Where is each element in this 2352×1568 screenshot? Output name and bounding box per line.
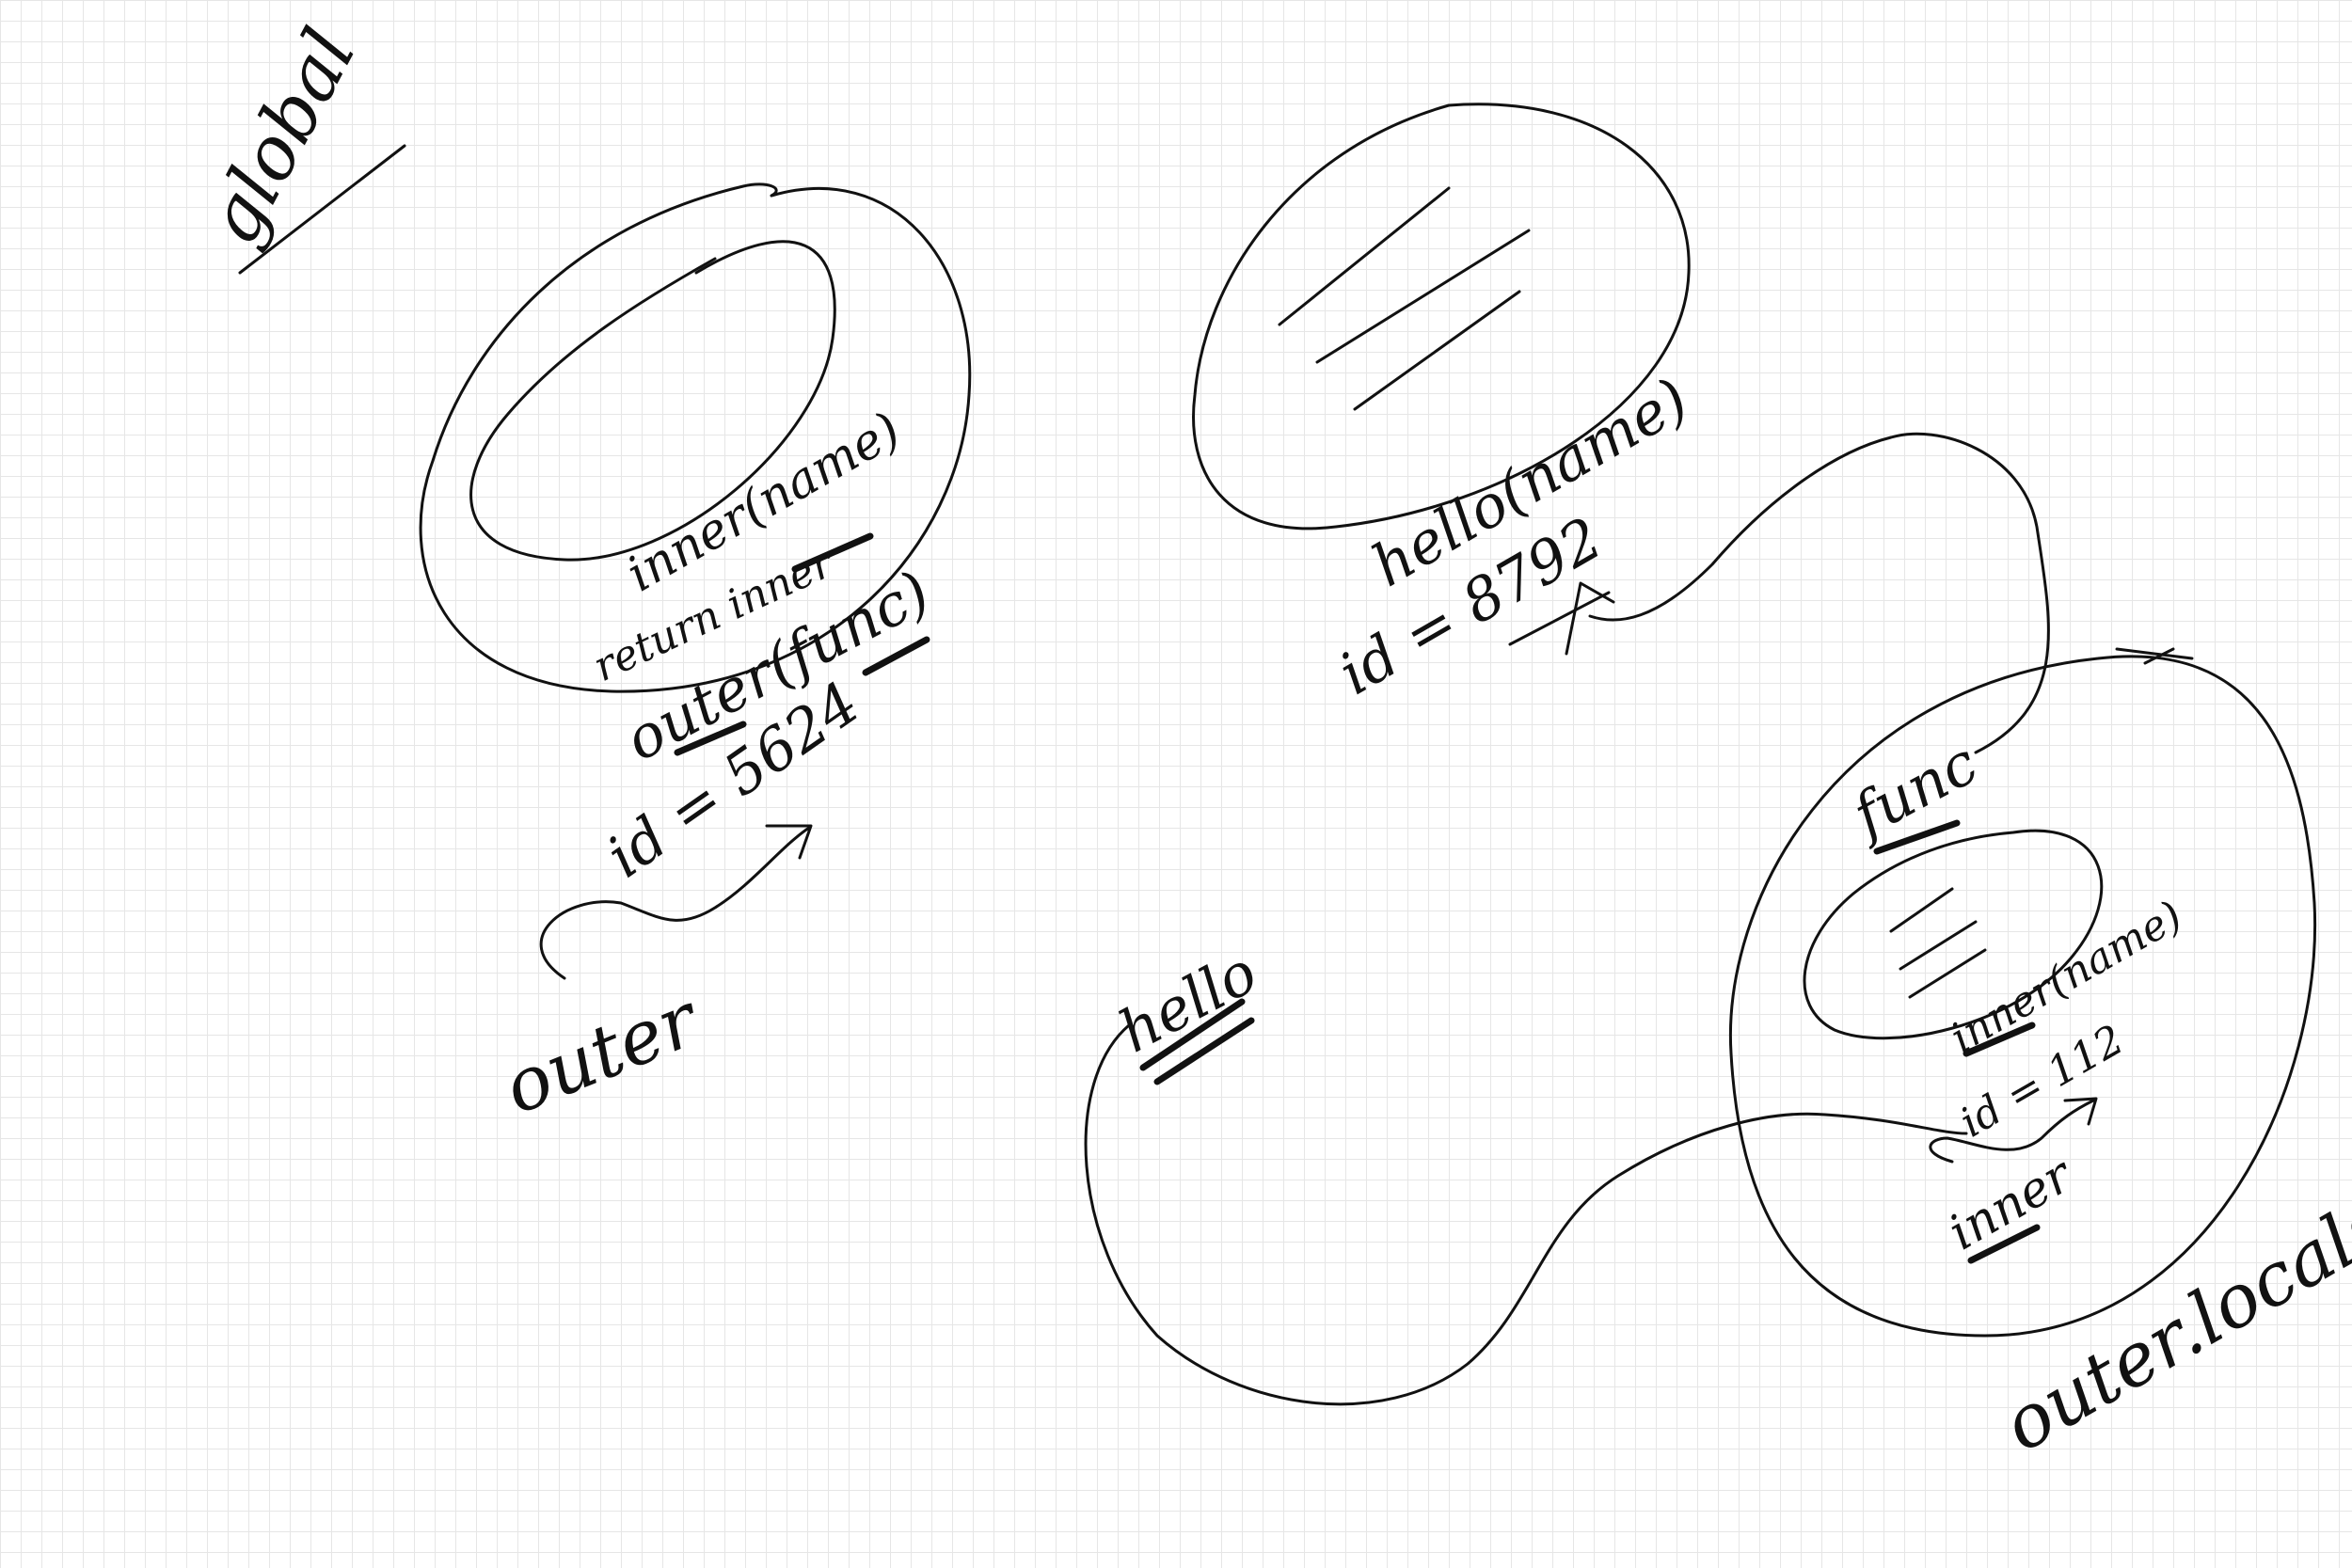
hello-reference-curve xyxy=(1084,1023,1968,1406)
local-func-underline xyxy=(1873,819,1961,855)
local-inner-variable-label: inner xyxy=(1940,1146,2084,1261)
local-inner-variable-underline xyxy=(1967,1224,2041,1264)
local-inner-pointer-arrow xyxy=(1929,1097,2098,1164)
local-inner-body-line-1 xyxy=(1889,887,1954,933)
hello-id-underline xyxy=(1508,591,1611,646)
local-inner-def-underline xyxy=(1963,1022,2036,1057)
hello-body-line-1 xyxy=(1278,186,1451,326)
outer-signature-underline-1 xyxy=(674,721,747,756)
hello-variable-underline-2 xyxy=(1153,1017,1255,1085)
local-inner-def-label: inner(name) xyxy=(1943,892,2190,1062)
outer-signature-underline-2 xyxy=(862,636,930,676)
outer-inner-def-underline xyxy=(791,532,874,573)
local-func-label: func xyxy=(1838,728,1988,851)
outer-locals-label: outer.locals xyxy=(1990,1181,2352,1469)
hello-body-line-3 xyxy=(1353,290,1521,411)
outer-locals-ring-mark xyxy=(2115,647,2194,665)
global-underline xyxy=(238,144,406,275)
outer-variable-label: outer xyxy=(492,976,713,1132)
outer-function-inner-ring xyxy=(469,240,836,562)
outer-locals-ring xyxy=(1728,655,2317,1338)
hello-variable-underline-1 xyxy=(1139,998,1246,1071)
outer-function-outer-ring xyxy=(419,182,972,693)
local-inner-body-line-3 xyxy=(1908,948,1987,999)
outer-pointer-arrow xyxy=(539,824,813,980)
func-to-hello-arrow xyxy=(1565,432,2050,754)
hello-function-blob xyxy=(1192,103,1691,531)
local-inner-body-line-2 xyxy=(1899,920,1978,971)
global-label: global xyxy=(190,16,373,258)
local-inner-function-blob xyxy=(1803,829,2104,1040)
hello-body-line-2 xyxy=(1315,229,1531,364)
